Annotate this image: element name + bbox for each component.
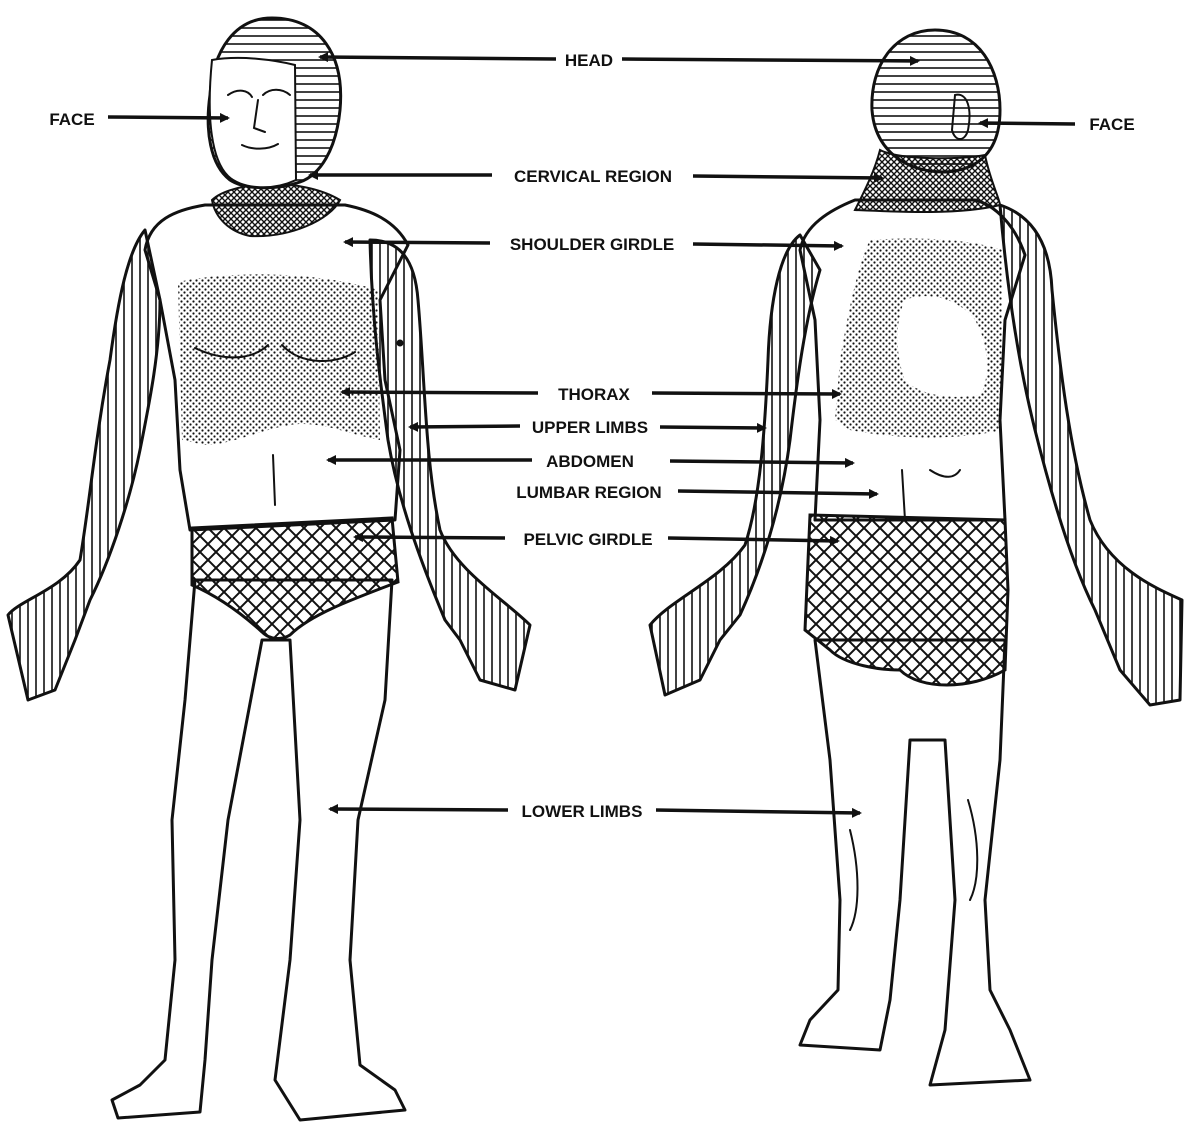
label-abdomen: ABDOMEN bbox=[546, 452, 634, 471]
front-figure bbox=[8, 18, 530, 1120]
arrow-shoulder-right bbox=[693, 244, 842, 246]
front-right-arm bbox=[370, 240, 530, 690]
arrow-shoulder-left bbox=[345, 242, 490, 243]
label-cervical-region: CERVICAL REGION bbox=[514, 167, 672, 186]
label-face-right: FACE bbox=[1089, 115, 1134, 134]
arrow-head-left bbox=[320, 57, 556, 59]
arrow-thorax-right bbox=[652, 393, 840, 394]
arrow-abdomen-right bbox=[670, 461, 853, 463]
front-legs bbox=[112, 580, 405, 1120]
label-head: HEAD bbox=[565, 51, 613, 70]
label-lumbar-region: LUMBAR REGION bbox=[516, 483, 661, 502]
arrow-head-right bbox=[622, 59, 918, 61]
label-thorax: THORAX bbox=[558, 385, 630, 404]
arrow-cervical-right bbox=[693, 176, 882, 178]
back-head bbox=[872, 30, 1000, 172]
front-thorax bbox=[178, 274, 380, 445]
arrow-upper-limbs-left bbox=[410, 426, 520, 427]
front-face bbox=[210, 58, 296, 187]
arrow-face-left bbox=[108, 117, 228, 118]
back-right-arm bbox=[1000, 205, 1182, 705]
arrow-lumbar-right bbox=[678, 491, 877, 494]
label-face-left: FACE bbox=[49, 110, 94, 129]
front-left-arm bbox=[8, 230, 160, 700]
label-shoulder-girdle: SHOULDER GIRDLE bbox=[510, 235, 674, 254]
label-lower-limbs: LOWER LIMBS bbox=[522, 802, 643, 821]
label-upper-limbs: UPPER LIMBS bbox=[532, 418, 648, 437]
arrow-upper-limbs-right bbox=[660, 427, 765, 428]
back-legs bbox=[800, 640, 1030, 1085]
arrow-lower-limbs-right bbox=[655, 810, 860, 813]
front-cervical bbox=[212, 184, 340, 236]
arrow-face-right bbox=[980, 123, 1075, 124]
arrow-lower-limbs-left bbox=[330, 809, 508, 810]
label-pelvic-girdle: PELVIC GIRDLE bbox=[523, 530, 652, 549]
back-figure bbox=[650, 30, 1182, 1085]
arrow-thorax-left bbox=[342, 392, 538, 393]
back-left-arm bbox=[650, 235, 820, 695]
arrow-pelvic-left bbox=[355, 537, 505, 538]
